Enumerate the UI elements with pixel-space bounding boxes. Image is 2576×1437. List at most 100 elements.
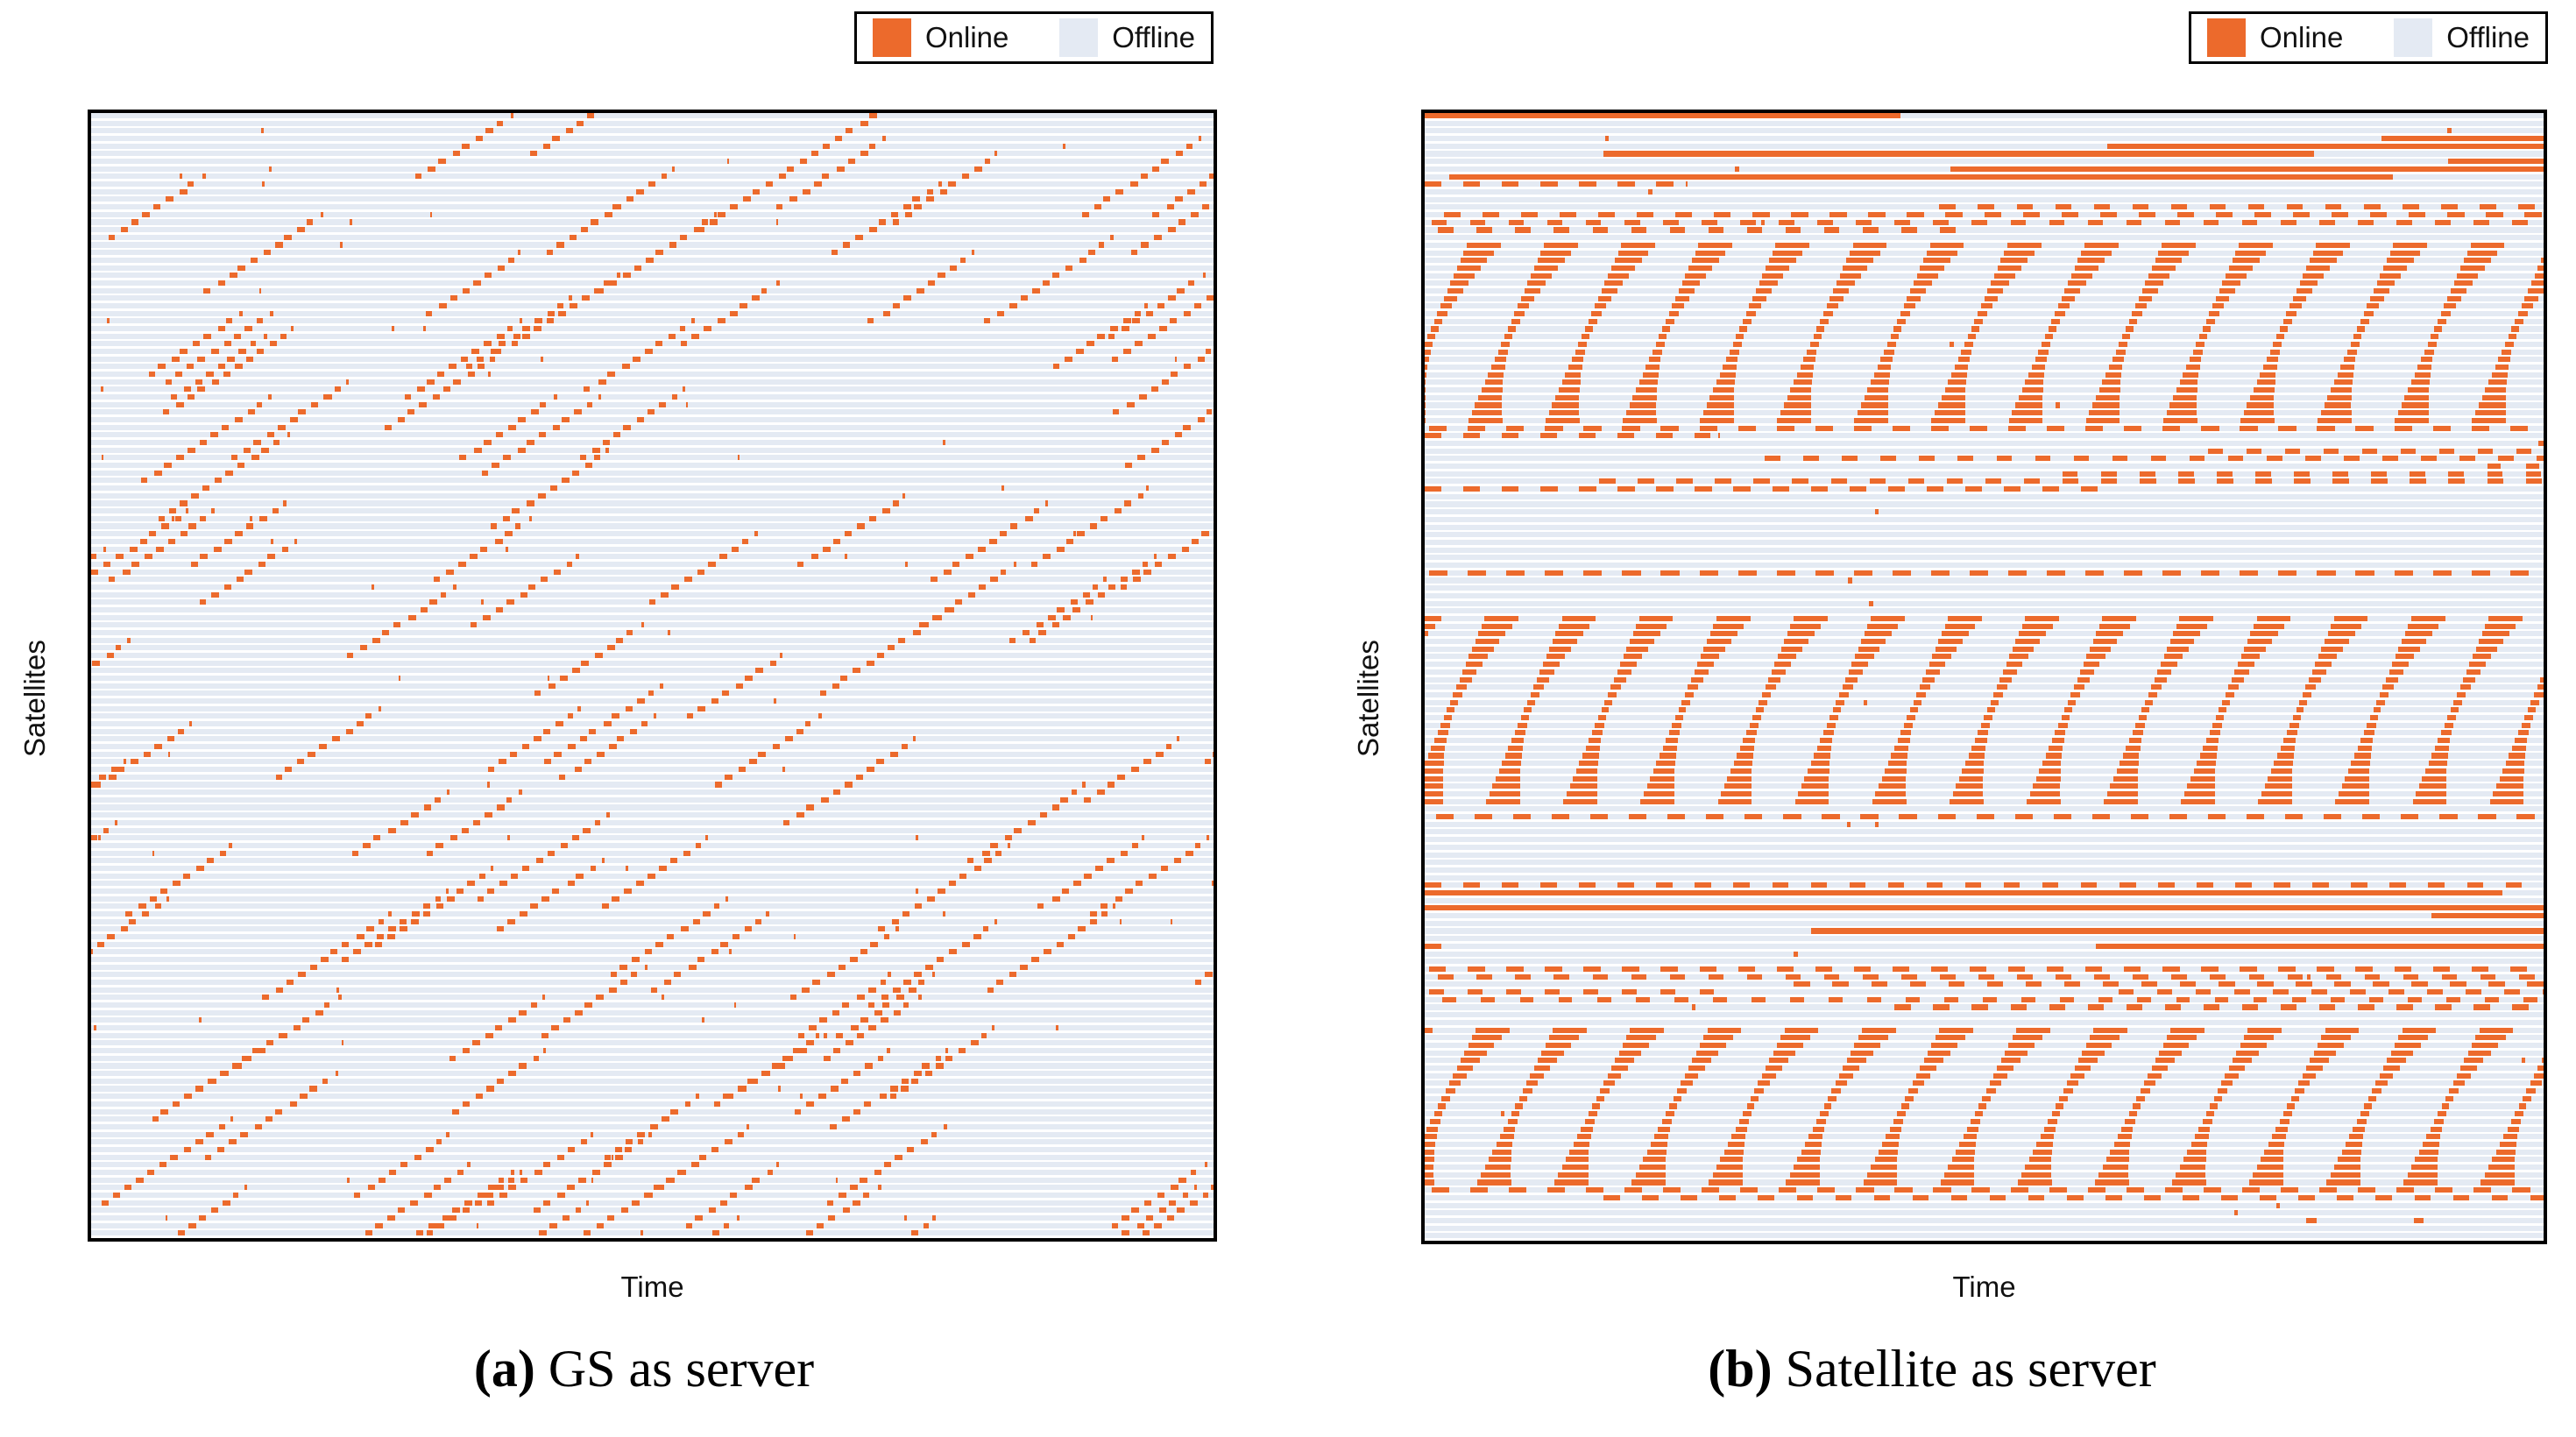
online-cell (1807, 349, 1817, 355)
online-cell (2509, 966, 2528, 973)
online-cell (1165, 744, 1171, 750)
online-cell (490, 523, 498, 529)
online-cell (2280, 219, 2296, 225)
online-cell (2508, 334, 2516, 340)
online-cell (2136, 1095, 2145, 1101)
heatmap-row (91, 273, 1214, 279)
online-cell (1566, 790, 1597, 797)
online-cell (375, 1222, 383, 1228)
online-cell (949, 265, 958, 271)
online-cell (549, 485, 558, 492)
online-cell (241, 1055, 250, 1061)
online-cell (2126, 745, 2141, 751)
online-cell (367, 1185, 376, 1191)
online-cell (2055, 1103, 2063, 1109)
online-cell (353, 949, 361, 955)
heatmap-row (91, 188, 1214, 195)
online-cell (2395, 417, 2429, 423)
online-cell (2256, 379, 2275, 386)
online-cell (1861, 639, 1886, 645)
online-cell (2450, 707, 2459, 713)
online-cell (2241, 1187, 2261, 1193)
online-cell (1629, 639, 1654, 645)
online-cell (1584, 326, 1593, 332)
online-cell (2381, 136, 2544, 142)
online-cell (164, 463, 172, 469)
online-cell (297, 227, 305, 233)
online-cell (1808, 1134, 1823, 1140)
online-cell (598, 394, 602, 400)
heatmap-row (91, 881, 1214, 887)
online-cell (1563, 798, 1598, 804)
online-cell (2007, 966, 2026, 973)
online-cell (2228, 684, 2240, 690)
online-cell (94, 1025, 97, 1031)
online-cell (916, 287, 924, 294)
online-cell (2104, 798, 2138, 804)
online-cell (1507, 326, 1516, 332)
online-cell (2077, 1058, 2098, 1064)
online-cell (973, 865, 982, 871)
online-cell (2286, 730, 2297, 736)
online-cell (1125, 888, 1133, 894)
online-cell (489, 356, 496, 362)
online-cell (640, 1230, 644, 1236)
online-cell (202, 173, 206, 180)
online-cell (937, 273, 945, 279)
online-cell (1508, 219, 1525, 225)
online-cell (1481, 996, 1496, 1002)
online-cell (633, 265, 642, 271)
online-cell (2137, 996, 2152, 1002)
online-cell (487, 1200, 494, 1206)
online-cell (2345, 1141, 2362, 1148)
online-cell (400, 819, 408, 825)
online-cell (567, 713, 574, 719)
online-cell (400, 1162, 408, 1168)
online-cell (1776, 966, 1794, 973)
online-cell (1558, 996, 1573, 1002)
online-cell (117, 767, 124, 773)
online-cell (474, 1200, 483, 1206)
online-cell (2440, 730, 2452, 736)
online-cell (2247, 639, 2272, 645)
online-cell (539, 1230, 547, 1236)
online-cell (265, 1116, 273, 1122)
online-cell (1090, 910, 1097, 917)
online-cell (484, 440, 492, 446)
online-cell (1985, 478, 2002, 485)
online-cell (1702, 410, 1734, 416)
online-cell (2132, 204, 2149, 210)
online-cell (847, 159, 856, 165)
online-cell (422, 903, 431, 910)
online-cell (1849, 486, 1866, 492)
online-cell (541, 995, 545, 1001)
online-cell (1749, 303, 1761, 309)
online-cell (1712, 996, 1727, 1002)
online-cell (336, 987, 339, 993)
online-cell (1097, 591, 1106, 598)
online-cell (719, 554, 727, 560)
online-cell (787, 166, 793, 172)
online-cell (1629, 814, 1647, 820)
online-cell (172, 1101, 180, 1107)
online-cell (1051, 622, 1060, 628)
online-cell (2012, 646, 2035, 652)
online-cell (387, 827, 396, 833)
online-cell (1813, 334, 1822, 340)
online-cell (533, 1055, 539, 1061)
online-cell (2410, 379, 2430, 386)
online-cell (1072, 789, 1078, 796)
online-cell (1136, 1222, 1145, 1228)
online-cell (798, 1032, 805, 1038)
online-cell (1991, 280, 2009, 287)
heatmap-row (1425, 829, 2544, 835)
online-cell (2432, 966, 2450, 973)
online-cell (901, 1078, 909, 1084)
heatmap-row (91, 980, 1214, 986)
heatmap-row (1425, 273, 2544, 279)
online-cell (1940, 227, 1956, 233)
online-cell (935, 1063, 944, 1069)
online-cell (1719, 1194, 1736, 1200)
online-cell (572, 668, 580, 674)
online-cell (2487, 471, 2503, 477)
